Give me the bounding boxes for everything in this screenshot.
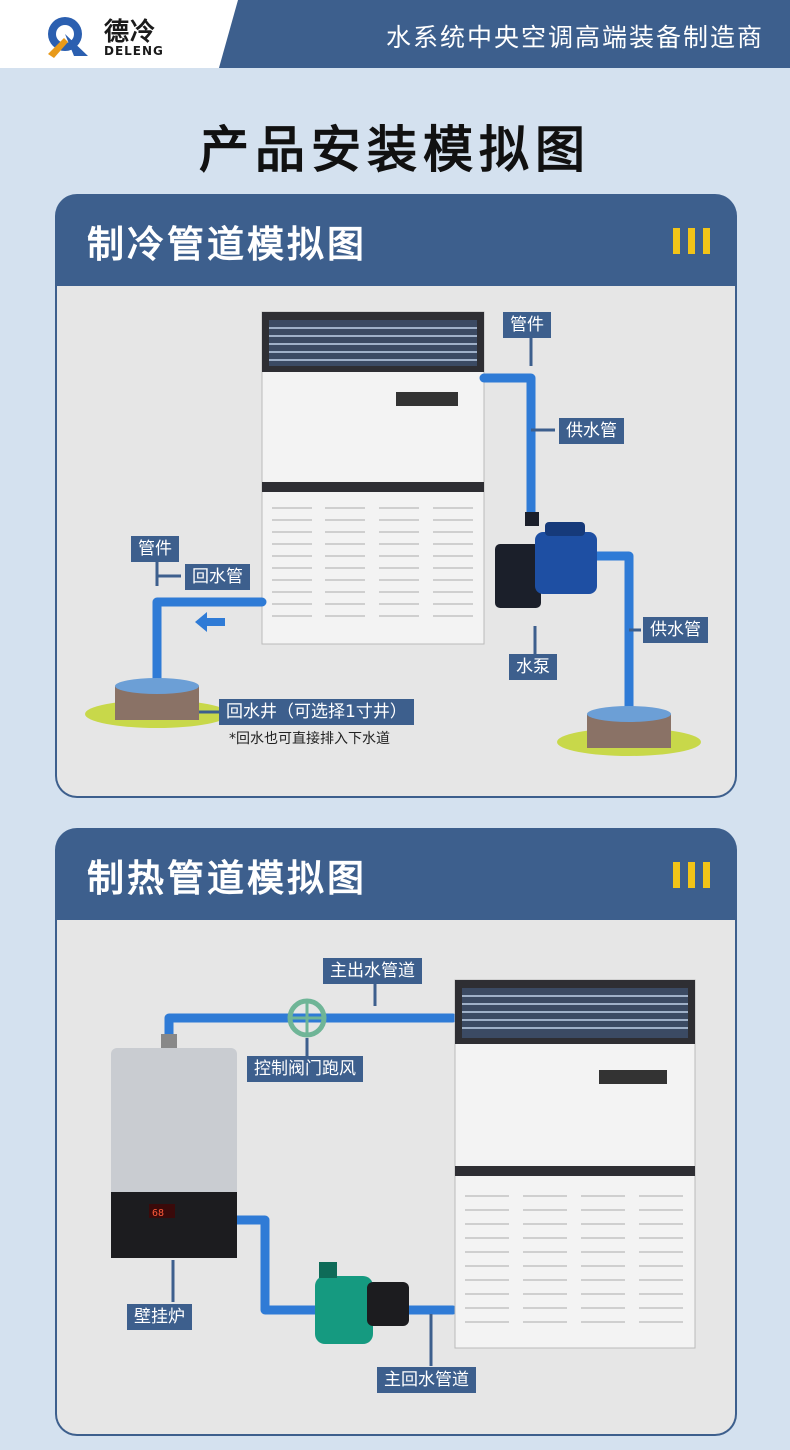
return-well-right: [557, 706, 701, 756]
header-bar: 德冷 DELENG 水系统中央空调高端装备制造商: [0, 0, 790, 68]
boiler-display: 68: [152, 1208, 165, 1219]
cooling-diagram-graphic: [85, 311, 701, 756]
label-fitting-left: 管件: [131, 536, 179, 562]
label-supply-pipe-upper: 供水管: [559, 418, 624, 444]
label-boiler: 壁挂炉: [127, 1304, 192, 1330]
heating-panel-title: 制热管道模拟图: [87, 856, 367, 900]
label-main-return: 主回水管道: [377, 1367, 476, 1393]
ac-unit: [261, 311, 485, 645]
cooling-panel-header: 制冷管道模拟图: [55, 194, 737, 286]
logo-area: 德冷 DELENG: [0, 0, 238, 68]
label-main-outlet: 主出水管道: [323, 958, 422, 984]
water-pump: [495, 512, 597, 608]
bars-icon: [673, 228, 711, 254]
circulation-pump: [315, 1262, 409, 1344]
brand-name-cn: 德冷: [104, 17, 157, 46]
brand-name-en: DELENG: [104, 44, 164, 58]
heating-diagram: 68 主出水管道 控制阀门跑风 壁挂炉 主回水管道: [57, 920, 735, 1434]
bars-icon: [673, 862, 711, 888]
label-return-well: 回水井（可选择1寸井）: [219, 699, 414, 725]
label-supply-pipe-lower: 供水管: [643, 617, 708, 643]
heating-panel-header: 制热管道模拟图: [55, 828, 737, 920]
return-well-left: [85, 678, 229, 728]
page-title: 产品安装模拟图: [199, 120, 591, 179]
cooling-diagram: 管件 供水管 管件 回水管 供水管 水泵 回水井（可选择1寸井） *回水也可直接…: [57, 286, 735, 796]
header-slogan: 水系统中央空调高端装备制造商: [385, 23, 764, 52]
label-fitting-right: 管件: [503, 312, 551, 338]
label-valve: 控制阀门跑风: [247, 1056, 363, 1082]
flow-arrow-icon: [195, 612, 225, 632]
ac-unit: [454, 979, 696, 1349]
control-valve: [287, 998, 327, 1038]
cooling-panel: 制冷管道模拟图: [55, 194, 737, 798]
cooling-panel-title: 制冷管道模拟图: [87, 222, 367, 266]
cooling-pipes: [152, 373, 634, 719]
cooling-note: *回水也可直接排入下水道: [229, 731, 390, 747]
heating-panel: 制热管道模拟图: [55, 828, 737, 1436]
wall-boiler: [111, 1034, 237, 1258]
heating-diagram-graphic: [111, 979, 696, 1366]
label-return-pipe: 回水管: [185, 564, 250, 590]
deleng-logo-icon: [48, 17, 88, 58]
label-leaders: [155, 338, 641, 714]
label-water-pump: 水泵: [509, 654, 557, 680]
